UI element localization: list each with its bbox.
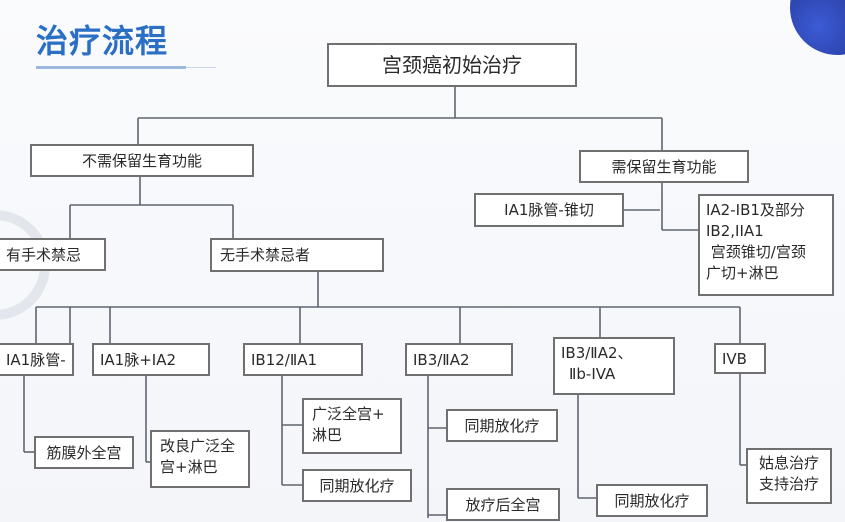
- stage-ia1-ia2-node: IA1脉+IA2: [92, 343, 210, 376]
- treatment-post-radiation-hysterectomy-node: 放疗后全宫: [446, 488, 560, 521]
- no-contraindication-node: 无手术禁忌者: [210, 238, 384, 272]
- treatment-chemoradiation-node-4: 同期放化疗: [446, 409, 558, 442]
- title-underline-tail: [186, 67, 216, 68]
- treatment-modified-radical-node: 改良广泛全 宫+淋巴: [150, 430, 250, 488]
- fertility-ia2-node: IA2-IB1及部分 IB2,IIA1 宫颈锥切/宫颈 广切+淋巴: [698, 194, 834, 296]
- title-underline: [36, 66, 186, 69]
- stage-ib3-iva-node: IB3/ⅡA2、 Ⅱb-IVA: [553, 337, 675, 395]
- stage-ivb-node: IVB: [714, 343, 766, 374]
- stage-ib3-node: IB3/ⅡA2: [405, 343, 513, 376]
- stage-ib3-iva-line: Ⅱb-IVA: [569, 365, 616, 383]
- fertility-ia2-line: 广切+淋巴: [706, 264, 779, 282]
- treatment-modified-radical-line: 改良广泛全: [160, 437, 236, 455]
- contraindicated-node: 有手术禁忌: [0, 238, 106, 271]
- no-fertility-node: 不需保留生育功能: [30, 144, 254, 177]
- treatment-radical-node: 广泛全宫+ 淋巴: [302, 398, 402, 454]
- fertility-ia2-line: IA2-IB1及部分: [706, 201, 805, 219]
- treatment-radical-line: 淋巴: [312, 426, 343, 444]
- treatment-palliative-line: 支持治疗: [758, 475, 819, 493]
- treatment-modified-radical-line: 宫+淋巴: [160, 458, 218, 476]
- treatment-extrafascial-node: 筋膜外全宫: [34, 436, 134, 469]
- fertility-ia1-node: IA1脉管-锥切: [474, 193, 624, 227]
- stage-ia1-node: IA1脉管-: [0, 343, 74, 376]
- stage-ib3-iva-line: IB3/ⅡA2、: [561, 344, 633, 362]
- page-title: 治疗流程: [36, 22, 169, 60]
- treatment-chemoradiation-node-5: 同期放化疗: [596, 484, 708, 517]
- treatment-chemoradiation-node-3: 同期放化疗: [302, 469, 412, 502]
- root-node: 宫颈癌初始治疗: [327, 43, 577, 87]
- treatment-palliative-node: 姑息治疗 支持治疗: [746, 448, 832, 504]
- fertility-ia2-line: 宫颈锥切/宫颈: [706, 243, 806, 261]
- fertility-node: 需保留生育功能: [579, 150, 749, 183]
- stage-ib12-node: IB12/ⅡA1: [243, 343, 363, 376]
- treatment-palliative-line: 姑息治疗: [758, 454, 819, 472]
- fertility-ia2-line: IB2,IIA1: [706, 222, 764, 240]
- treatment-radical-line: 广泛全宫+: [312, 405, 385, 423]
